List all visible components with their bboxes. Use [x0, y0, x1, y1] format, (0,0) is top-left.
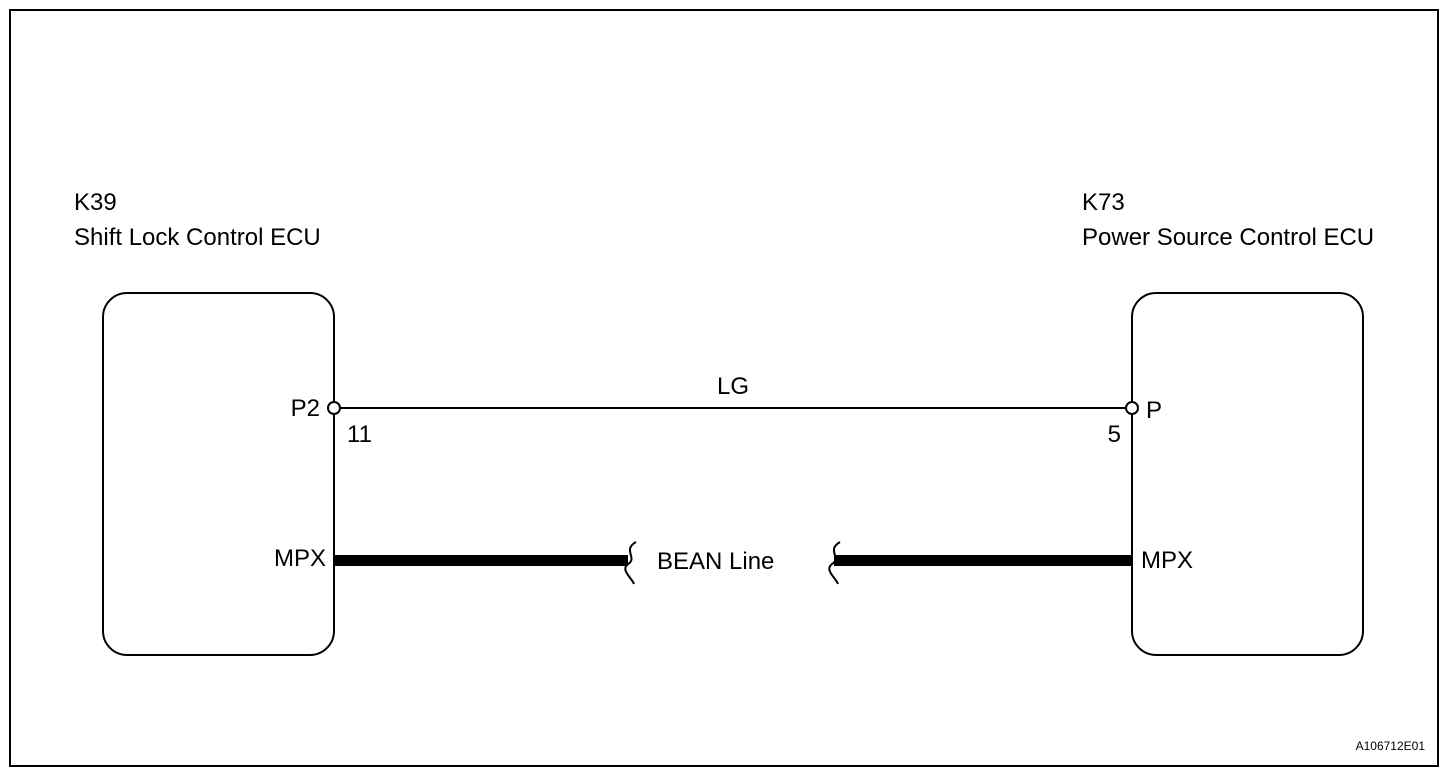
left-mpx-label: MPX [274, 545, 326, 572]
left-ecu-code: K39 [74, 189, 117, 216]
bean-line-label: BEAN Line [657, 548, 774, 575]
right-pin-number: 5 [1108, 421, 1121, 448]
right-ecu-code: K73 [1082, 189, 1125, 216]
left-connector-label: P2 [291, 395, 320, 422]
left-ecu-box [102, 292, 335, 656]
right-terminal-icon [1125, 401, 1139, 415]
figure-id: A106712E01 [1356, 739, 1426, 753]
left-break-icon [624, 541, 637, 585]
right-connector-label: P [1146, 397, 1162, 424]
bean-line-left-segment [334, 555, 628, 566]
left-pin-number: 11 [347, 421, 372, 448]
right-mpx-label: MPX [1141, 547, 1193, 574]
right-ecu-box [1131, 292, 1364, 656]
bean-line-right-segment [834, 555, 1132, 566]
right-ecu-name: Power Source Control ECU [1082, 224, 1374, 251]
left-terminal-icon [327, 401, 341, 415]
left-ecu-name: Shift Lock Control ECU [74, 224, 321, 251]
lg-wire-label: LG [717, 373, 749, 400]
right-break-icon [828, 541, 841, 585]
